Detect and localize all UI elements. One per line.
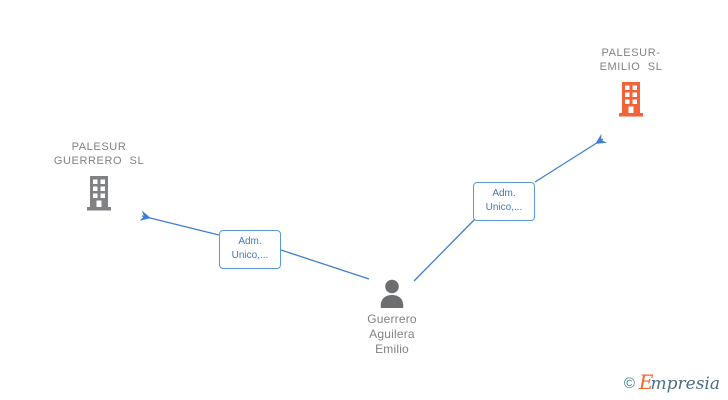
brand-wordmark: Empresia	[639, 372, 720, 394]
edge-label-adm-unico-left[interactable]: Adm. Unico,...	[219, 230, 281, 269]
edge-segment-left-label-to-company	[139, 210, 220, 236]
empresia-watermark: © Empresia	[624, 372, 720, 394]
building-icon	[560, 74, 702, 118]
building-icon	[28, 168, 170, 212]
node-company-palesur-emilio[interactable]: PALESUR- EMILIO SL	[560, 46, 702, 118]
edge-segment-person-to-right-label	[413, 215, 479, 282]
edge-label-adm-unico-right[interactable]: Adm. Unico,...	[473, 182, 535, 221]
edge-segment-person-to-left-label	[280, 249, 370, 280]
edge-segment-right-label-to-company	[534, 133, 607, 183]
node-label-palesur-guerrero: PALESUR GUERRERO SL	[53, 141, 145, 167]
node-label-guerrero-aguilera-emilio: Guerrero Aguilera Emilio	[367, 312, 417, 356]
brand-initial: E	[638, 370, 654, 394]
person-icon	[322, 278, 462, 308]
node-company-palesur-guerrero[interactable]: PALESUR GUERRERO SL	[28, 140, 170, 212]
copyright-icon: ©	[623, 374, 635, 392]
node-label-palesur-emilio: PALESUR- EMILIO SL	[599, 47, 663, 73]
brand-rest: mpresia	[650, 374, 721, 394]
node-person-guerrero-aguilera-emilio[interactable]: Guerrero Aguilera Emilio	[322, 278, 462, 357]
